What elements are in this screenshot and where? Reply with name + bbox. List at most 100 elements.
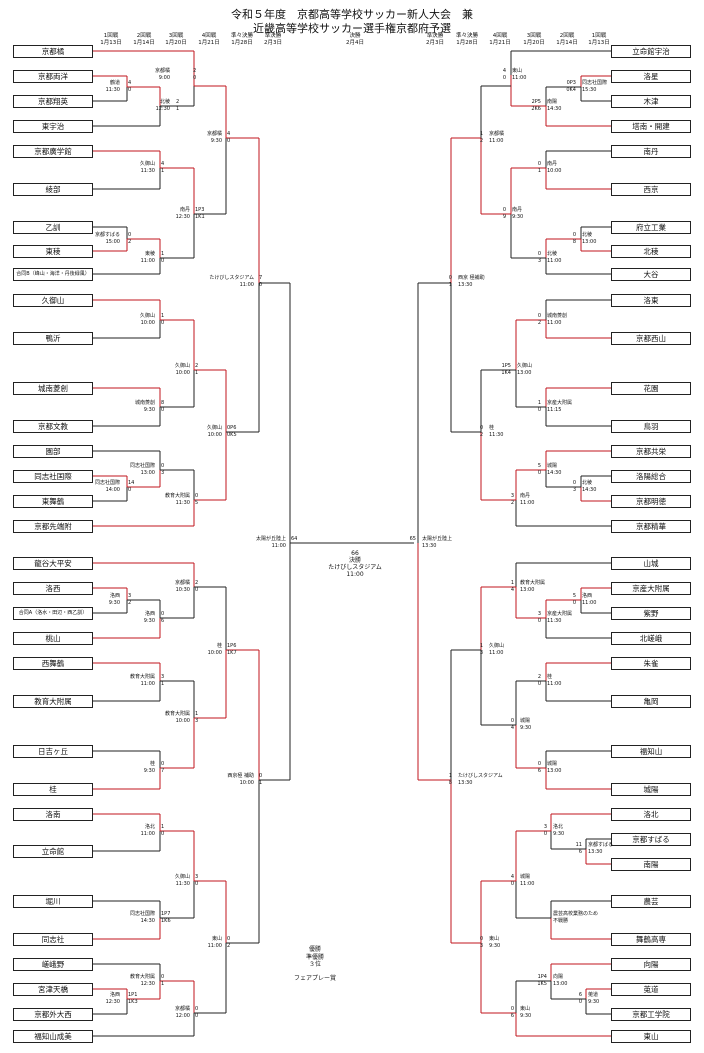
match-label: 久御山 [517, 363, 533, 369]
match-label: 北稜 [159, 99, 170, 105]
match-label: 京都すばる [94, 232, 120, 238]
match-label: 0 [537, 161, 541, 167]
match-label: 0 [193, 75, 197, 81]
match-label: 3 [479, 943, 483, 949]
match-label: 4 [510, 725, 514, 731]
match-label: 6 [161, 618, 165, 624]
match-label: 13:30 [422, 543, 437, 549]
match-label: 11:00 [520, 500, 535, 506]
right-team-box: 洛陽総合 [611, 470, 691, 483]
match-label: 1 [537, 168, 541, 174]
match-label: 2 [479, 138, 483, 144]
match-label: 0 [479, 936, 483, 942]
match-label: 2K6 [531, 106, 541, 112]
match-label: 9:30 [108, 600, 120, 606]
match-label: 10:00 [175, 370, 190, 376]
match-label: 11:00 [547, 320, 562, 326]
left-team-box: 乙訓 [13, 221, 93, 234]
match-label: 9:30 [520, 1013, 532, 1019]
match-label: 15:30 [582, 87, 597, 93]
match-label: 0 [128, 87, 132, 93]
left-team-box: 園部 [13, 445, 93, 458]
right-team-box: 洛東 [611, 294, 691, 307]
match-label: 9:30 [143, 407, 155, 413]
match-label: 11:00 [140, 258, 155, 264]
match-label: 6 [510, 1013, 514, 1019]
award-fair-play: フェアプレー賞 [293, 974, 336, 982]
final-label: 決勝 [348, 557, 361, 564]
right-team-box: 京都西山 [611, 332, 691, 345]
match-label: 向陽 [553, 974, 564, 980]
match-label: 64 [291, 536, 298, 542]
match-label: 2 [479, 432, 483, 438]
match-label: 2P5 [531, 99, 541, 105]
page-title-line2: 近畿高等学校サッカー選手権京都府予選 [253, 22, 451, 35]
match-label: 鶴道 [109, 80, 120, 86]
final-venue: たけびしスタジアム [328, 564, 382, 571]
match-label: 城南菱創 [134, 400, 155, 406]
match-label: 9:30 [553, 831, 565, 837]
match-label: 3 [195, 874, 199, 880]
match-label: 10:30 [175, 587, 190, 593]
match-label: 0 [195, 587, 199, 593]
left-team-box: 福知山成美 [13, 1030, 93, 1043]
match-label: 京都橘 [174, 1006, 190, 1012]
match-label: 桂 [489, 425, 495, 431]
match-label: 3 [537, 611, 541, 617]
match-label: 8 [161, 400, 165, 406]
right-team-box: 京都工学院 [611, 1008, 691, 1021]
match-label: 久御山 [206, 425, 222, 431]
match-label: 14 [128, 480, 135, 486]
match-label: 0 [537, 618, 541, 624]
match-label: 0 [161, 463, 165, 469]
match-label: 2 [537, 320, 541, 326]
match-label: 14:30 [547, 470, 562, 476]
match-label: 不戦勝 [553, 918, 569, 924]
match-label: 11 [575, 842, 582, 848]
match-label: 12:00 [175, 1013, 190, 1019]
match-label: 洛北 [553, 824, 564, 830]
match-label: 0 [537, 470, 541, 476]
match-label: 0 [227, 138, 231, 144]
right-team-box: 亀岡 [611, 695, 691, 708]
match-label: 0 [195, 881, 199, 887]
match-label: 0 [448, 275, 452, 281]
match-label: 南丹 [547, 161, 558, 167]
match-label: 1 [161, 168, 165, 174]
match-label: 東山 [520, 1006, 531, 1012]
match-label: 2 [128, 600, 132, 606]
match-label: 西京 極補助 [458, 275, 485, 281]
match-label: 0 [161, 831, 165, 837]
match-label: 4 [510, 874, 514, 880]
match-label: 13:30 [588, 849, 603, 855]
match-label: 11:00 [547, 258, 562, 264]
right-team-box: 莵道 [611, 983, 691, 996]
final-time: 11:00 [346, 571, 364, 578]
match-label: 14:30 [140, 918, 155, 924]
match-label: 城陽 [547, 463, 558, 469]
match-label: 12:30 [105, 999, 120, 1005]
right-team-box: 城陽 [611, 783, 691, 796]
left-team-box: 鴨沂 [13, 332, 93, 345]
left-team-box: 桃山 [13, 632, 93, 645]
match-label: 1P4 [537, 974, 547, 980]
match-label: 11:00 [207, 943, 222, 949]
match-label: 0 [161, 407, 165, 413]
match-label: 11:00 [140, 681, 155, 687]
left-team-box: 東宇治 [13, 120, 93, 133]
match-label: 9:30 [489, 943, 501, 949]
match-label: 1P1 [128, 992, 138, 998]
match-label: 11:30 [489, 432, 504, 438]
match-label: 京都橘 [154, 68, 170, 74]
match-label: 11:00 [489, 138, 504, 144]
match-label: 11:30 [175, 500, 190, 506]
match-label: 北稜 [547, 251, 558, 257]
match-label: 同志社国際 [582, 80, 608, 86]
match-label: 1K1 [195, 214, 205, 220]
match-label: 0 [502, 207, 506, 213]
match-label: たけびしスタジアム [458, 773, 503, 779]
match-label: 桂 [216, 643, 222, 649]
